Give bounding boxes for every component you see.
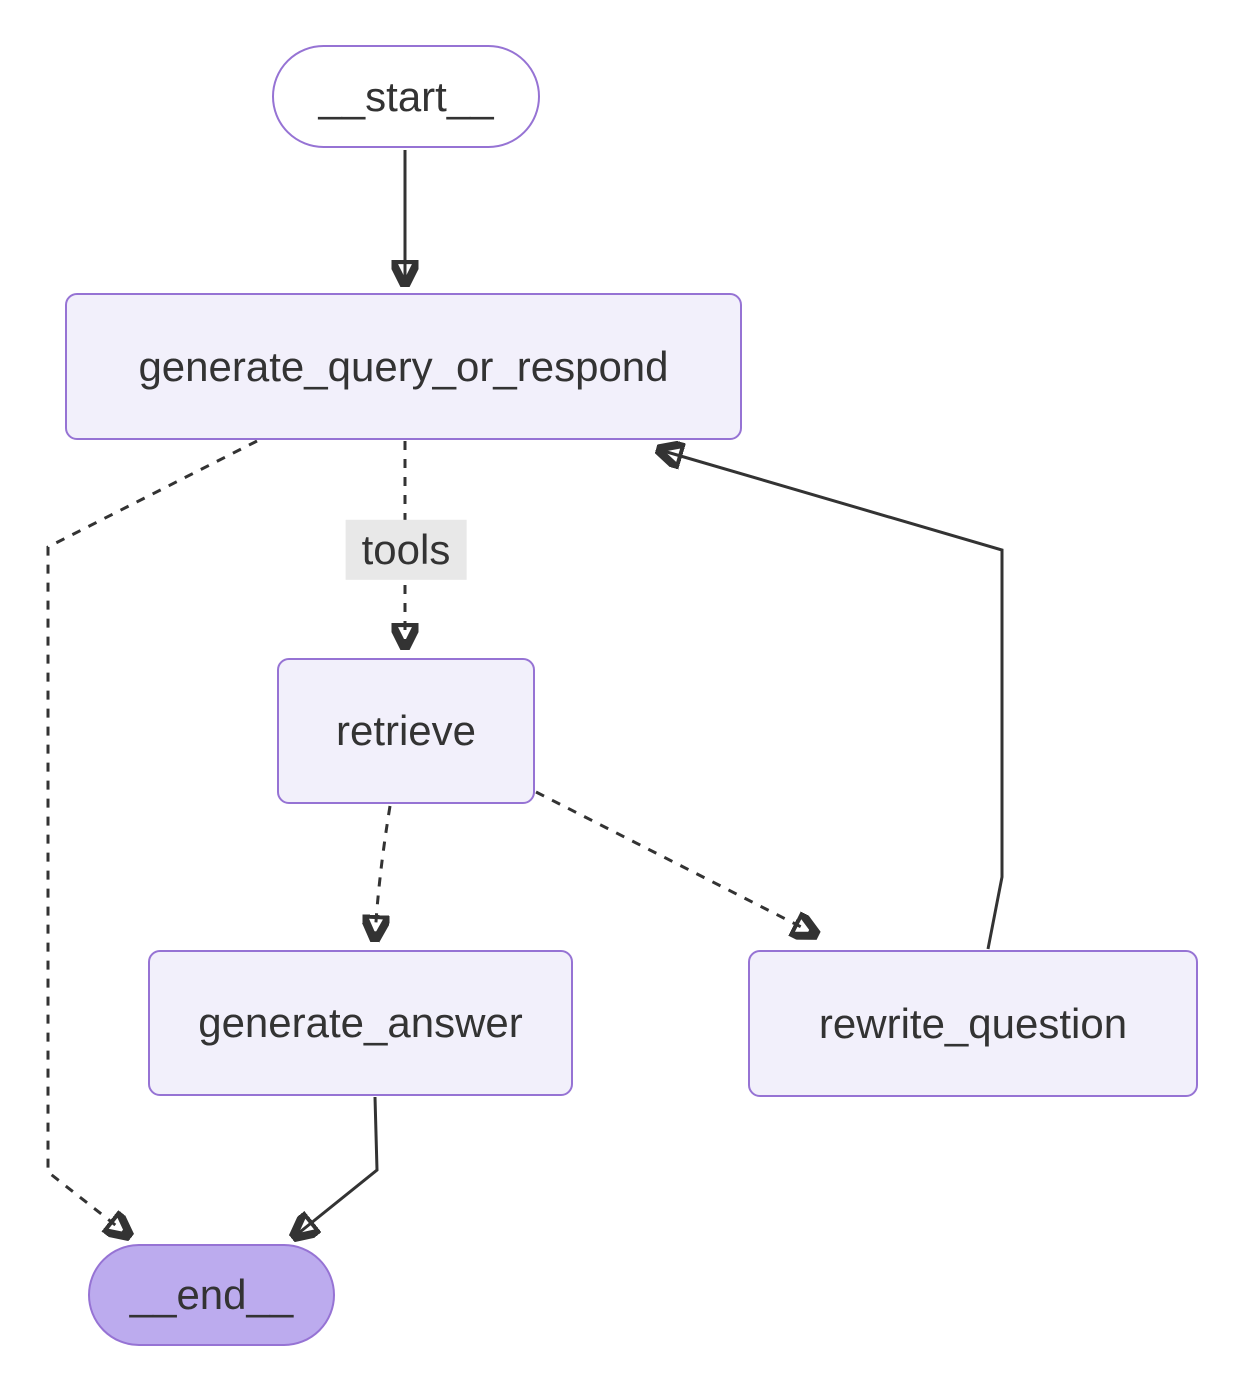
- node-retrieve: retrieve: [277, 658, 535, 804]
- node-rewrite-question: rewrite_question: [748, 950, 1198, 1097]
- node-start: __start__: [272, 45, 540, 148]
- edge-label-tools: tools: [345, 519, 467, 581]
- edge-generate-to-end: [46, 439, 258, 1235]
- node-generate-answer: generate_answer: [148, 950, 573, 1096]
- node-retrieve-label: retrieve: [335, 707, 477, 754]
- edge-retrieve-to-rewrite-question: [535, 790, 815, 934]
- edge-retrieve-to-generate-answer: [375, 805, 392, 938]
- edge-generate-answer-to-end: [295, 1096, 379, 1236]
- node-end-label: __end__: [129, 1271, 294, 1318]
- node-generate-answer-label: generate_answer: [198, 999, 523, 1046]
- edge-rewrite-question-to-generate: [660, 450, 1004, 950]
- node-rewrite-question-label: rewrite_question: [818, 999, 1128, 1047]
- node-generate-query-or-respond-label: generate_query_or_respond: [138, 342, 669, 390]
- node-generate-query-or-respond: generate_query_or_respond: [65, 293, 742, 440]
- node-end: __end__: [88, 1244, 335, 1346]
- node-start-label: __start__: [318, 72, 494, 120]
